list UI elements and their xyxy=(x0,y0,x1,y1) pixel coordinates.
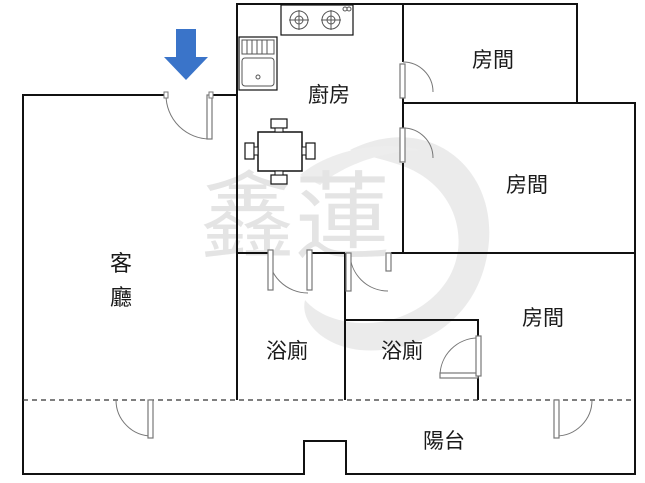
room-label-bedroom-2: 房間 xyxy=(506,173,548,197)
door-bedroom-2 xyxy=(399,127,434,163)
stove-icon xyxy=(280,4,354,36)
room-label-bedroom-3: 房間 xyxy=(522,306,564,330)
room-label-living-line-2: 廳 xyxy=(110,286,132,311)
watermark: 鑫蓮 xyxy=(200,137,490,351)
room-label-balcony: 陽台 xyxy=(423,429,465,453)
door-bath-1 xyxy=(267,249,313,294)
door-bath-2 xyxy=(439,335,482,379)
room-label-bathroom-2: 浴廁 xyxy=(381,339,423,363)
door-entrance xyxy=(163,91,214,140)
door-balcony-right xyxy=(553,399,593,439)
sink-icon xyxy=(238,36,278,91)
room-label-bathroom-1: 浴廁 xyxy=(266,339,308,363)
walls xyxy=(22,3,636,475)
door-bedroom-1 xyxy=(399,61,434,99)
room-label-living-line-1: 客 xyxy=(110,252,132,277)
dining-table-icon xyxy=(244,118,316,185)
door-balcony-left xyxy=(115,399,154,439)
door-bath-kitchen xyxy=(345,252,392,292)
arrow-down-icon xyxy=(164,29,208,80)
room-label-bedroom-1: 房間 xyxy=(472,48,514,72)
room-label-kitchen: 廚房 xyxy=(308,83,350,107)
watermark-text: 鑫蓮 xyxy=(200,163,390,273)
